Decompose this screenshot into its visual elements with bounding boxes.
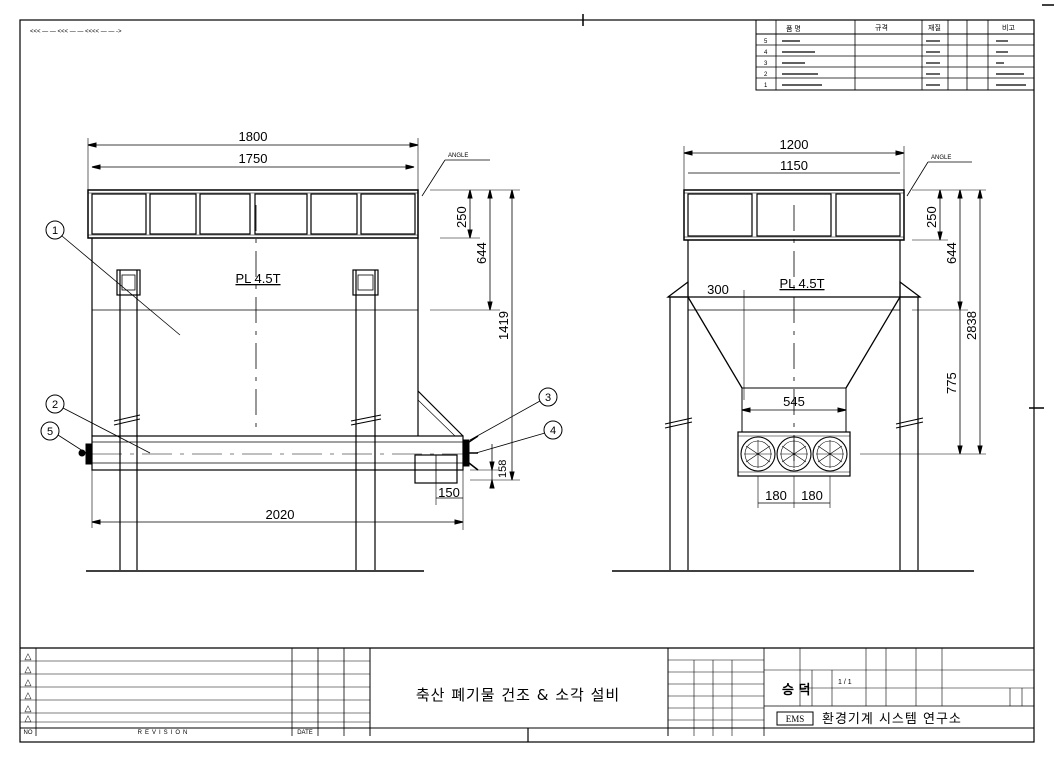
- side-dim-644: 644: [944, 242, 959, 264]
- parts-table-header-remark: 비고: [1002, 23, 1015, 32]
- callout-5: 5: [47, 426, 53, 438]
- front-plate-label: PL 4.5T: [235, 271, 280, 286]
- front-dim-1419: 1419: [496, 311, 511, 340]
- screw-circle: [812, 436, 848, 472]
- revision-mark: △: [25, 677, 32, 687]
- screw-circle: [776, 436, 812, 472]
- drawing-border: [19, 19, 1035, 743]
- revision-mark: △: [25, 713, 32, 723]
- front-dim-1800: 1800: [239, 129, 268, 144]
- revision-mark: △: [25, 703, 32, 713]
- parts-table-row-no: 2: [764, 72, 768, 78]
- side-dim-180-left: 180: [765, 488, 787, 503]
- title-block: [20, 647, 1034, 736]
- side-dim-300: 300: [707, 282, 729, 297]
- parts-table: 품 명 규격 재질 비고 5 4 3 2 1: [755, 19, 1035, 91]
- side-dim-1150: 1150: [780, 158, 808, 173]
- header-note: <<< — — <<< — — <<<< — — ->: [30, 29, 122, 35]
- revision-no-label: NO: [24, 730, 33, 736]
- side-view: [612, 146, 986, 572]
- side-dim-2838: 2838: [964, 311, 979, 340]
- callout-2: 2: [52, 399, 58, 411]
- parts-table-row-no: 4: [764, 50, 768, 56]
- parts-table-header-material: 재질: [928, 24, 941, 32]
- drawing-title: 축산 폐기물 건조 & 소각 설비: [416, 686, 620, 704]
- date-label: DATE: [297, 730, 313, 736]
- side-dim-545: 545: [783, 394, 805, 409]
- revision-mark: △: [25, 651, 32, 661]
- front-dim-644: 644: [474, 242, 489, 264]
- parts-table-row-no: 5: [764, 39, 768, 45]
- parts-table-row-no: 1: [764, 83, 768, 89]
- callout-4: 4: [550, 425, 556, 437]
- callout-1: 1: [52, 225, 58, 237]
- side-dim-250: 250: [924, 206, 939, 228]
- revision-mark: △: [25, 690, 32, 700]
- institute-logo: EMS: [786, 714, 805, 724]
- side-plate-label: PL 4.5T: [779, 276, 824, 291]
- front-dim-1750: 1750: [239, 151, 268, 166]
- revision-label: REVISION: [138, 730, 191, 736]
- parts-table-row-no: 3: [764, 61, 768, 67]
- screw-circle: [740, 436, 776, 472]
- front-angle-label: ANGLE: [448, 153, 468, 159]
- institute-name: 환경기계 시스템 연구소: [822, 712, 962, 727]
- front-view: [40, 138, 563, 572]
- revision-mark: △: [25, 664, 32, 674]
- front-dim-158: 158: [497, 460, 509, 478]
- callout-3: 3: [545, 392, 551, 404]
- front-dim-2020: 2020: [266, 507, 295, 522]
- front-dim-150: 150: [438, 485, 460, 500]
- side-dim-1200: 1200: [780, 137, 809, 152]
- company-mark: 승 덕: [782, 682, 810, 698]
- parts-table-header-name: 품 명: [786, 24, 801, 33]
- front-dim-250: 250: [454, 206, 469, 228]
- parts-table-header-spec: 규격: [875, 24, 888, 32]
- side-angle-label: ANGLE: [931, 155, 951, 161]
- side-dim-775: 775: [944, 372, 959, 394]
- drawing-scale: 1 / 1: [838, 679, 852, 686]
- side-dim-180-right: 180: [801, 488, 823, 503]
